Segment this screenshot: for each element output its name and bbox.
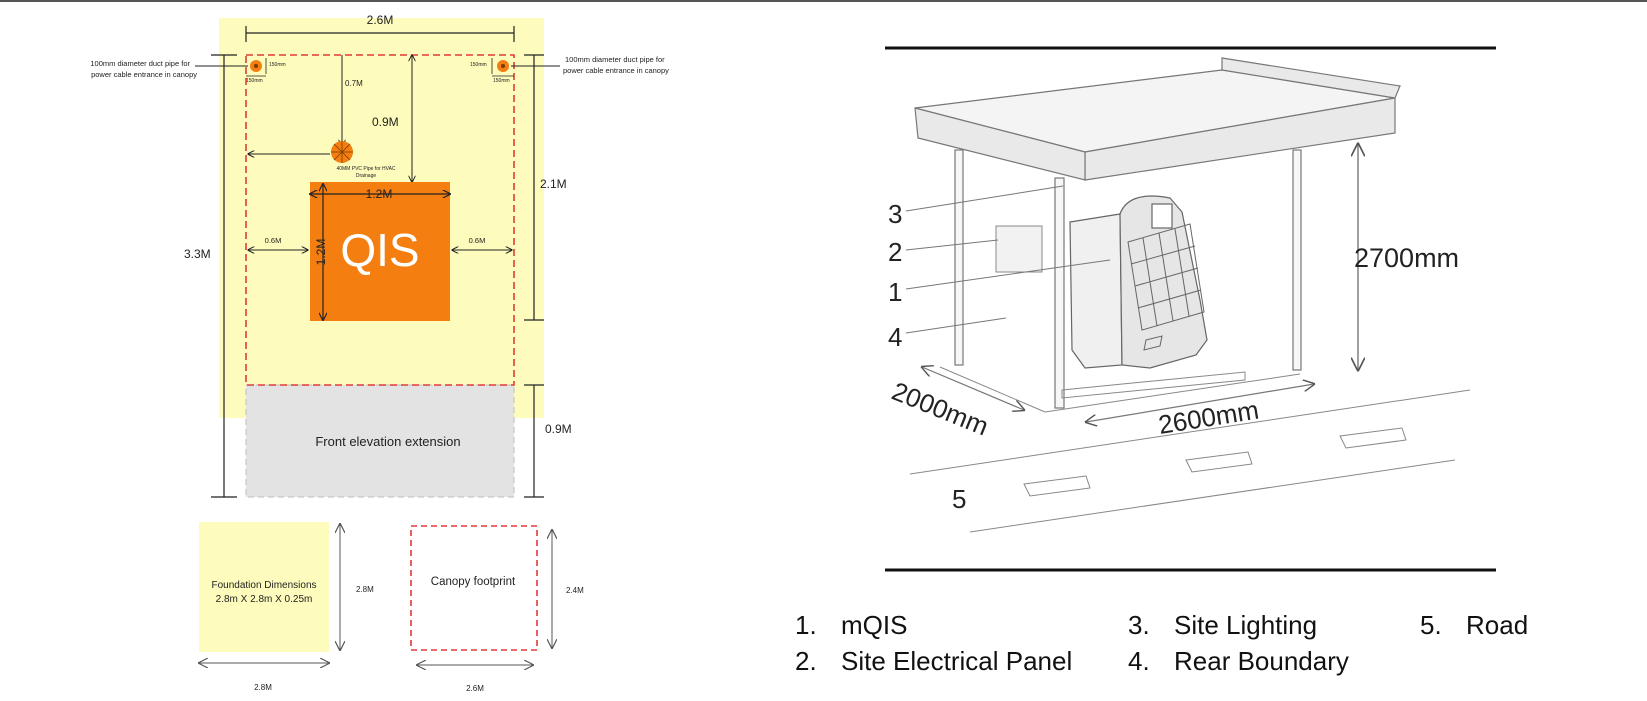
legend-num-1: 1. — [795, 610, 817, 640]
dim-0-9-inner: 0.9M — [372, 115, 399, 129]
front-elevation-extension-area — [245, 384, 515, 498]
callout-4: 4 — [888, 322, 902, 352]
legend-item-2: 2. Site Electrical Panel — [795, 646, 1072, 677]
dim-0-6-left: 0.6M — [265, 236, 282, 245]
legend-item-5: 5. Road — [1420, 610, 1528, 641]
top-border-line — [0, 0, 1647, 2]
legend-num-5: 5. — [1420, 610, 1442, 640]
canopy-height-dim: 2.4M — [566, 586, 584, 595]
site-plan: 2.6M 100mm diameter duct pipe for power … — [90, 13, 669, 498]
canopy-footprint-box: Canopy footprint 2.4M 2.6M — [410, 525, 584, 693]
legend-item-4: 4. Rear Boundary — [1128, 646, 1349, 677]
legend-num-3: 3. — [1128, 610, 1150, 640]
canopy-dashed-outline — [245, 54, 515, 386]
pipe-left-label-line-2: power cable entrance in canopy — [91, 70, 197, 79]
hvac-label-line-2: Drainage — [356, 173, 377, 179]
legend-label-4: Rear Boundary — [1174, 646, 1349, 676]
dim-qis-height: 1.2M — [314, 239, 328, 266]
qis-label: QIS — [340, 224, 419, 276]
legend-num-4: 4. — [1128, 646, 1150, 676]
dim-150-a: 150mm — [269, 62, 286, 68]
legend-label-5: Road — [1466, 610, 1529, 640]
legend-item-3: 3. Site Lighting — [1128, 610, 1317, 641]
legend-label-2: Site Electrical Panel — [841, 646, 1073, 676]
legend-item-1: 1. mQIS — [795, 610, 907, 641]
dim-width-top: 2.6M — [367, 13, 394, 27]
legend-label-1: mQIS — [841, 610, 908, 640]
foundation-width-dim: 2.8M — [254, 683, 272, 692]
canopy-illustration: 3 2 1 4 5 2700mm 2000mm 2600mm — [885, 46, 1496, 572]
callout-1: 1 — [888, 277, 902, 307]
dim-150-b: 150mm — [246, 78, 263, 84]
foundation-box: Foundation Dimensions 2.8m X 2.8m X 0.25… — [199, 522, 374, 692]
dim-0-6-right: 0.6M — [469, 236, 486, 245]
dim-3-3: 3.3M — [184, 247, 211, 261]
callout-3: 3 — [888, 199, 902, 229]
dim-150-c: 150mm — [470, 62, 487, 68]
pipe-left-label-line-1: 100mm diameter duct pipe for — [90, 59, 190, 68]
callout-2: 2 — [888, 237, 902, 267]
legend-label-3: Site Lighting — [1174, 610, 1318, 640]
legend-num-2: 2. — [795, 646, 817, 676]
mqis-machine-icon — [1069, 195, 1208, 369]
canopy-width-dim: 2.6M — [466, 684, 484, 693]
canopy-title: Canopy footprint — [431, 576, 516, 588]
dim-0-7: 0.7M — [345, 79, 363, 88]
pipe-right-label-line-1: 100mm diameter duct pipe for — [565, 55, 665, 64]
pipe-right-label-line-2: power cable entrance in canopy — [563, 66, 669, 75]
qis-unit-block — [310, 182, 450, 321]
dim-150-d: 150mm — [493, 78, 510, 84]
foundation-title-line-1: Foundation Dimensions — [211, 580, 316, 591]
dim-2-1: 2.1M — [540, 177, 567, 191]
dim-2700mm: 2700mm — [1354, 243, 1459, 273]
dim-2000mm: 2000mm — [888, 376, 993, 442]
dim-qis-width: 1.2M — [366, 187, 393, 201]
foundation-height-dim: 2.8M — [356, 585, 374, 594]
dim-0-9-outer: 0.9M — [545, 422, 572, 436]
foundation-title-line-2: 2.8m X 2.8m X 0.25m — [216, 594, 313, 605]
callout-5: 5 — [952, 484, 966, 514]
front-elevation-label: Front elevation extension — [315, 434, 460, 449]
dim-2600mm: 2600mm — [1156, 394, 1261, 439]
hvac-label-line-1: 40MM PVC Pipe for HVAC — [336, 166, 395, 172]
